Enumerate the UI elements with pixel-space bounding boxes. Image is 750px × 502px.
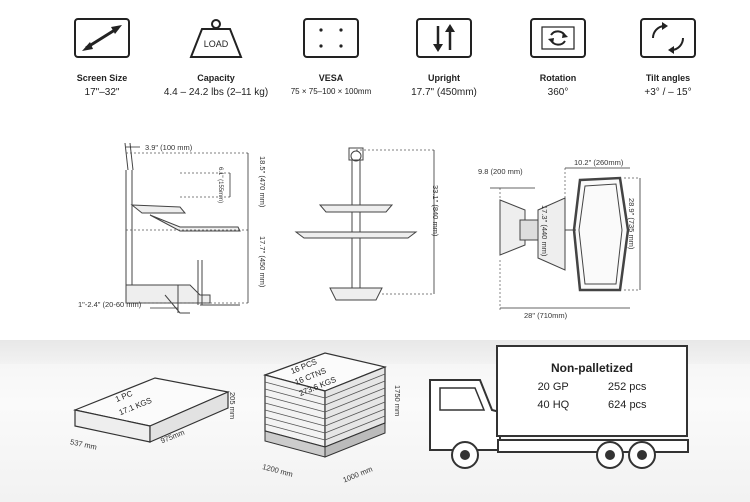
truck-drawing	[429, 379, 689, 469]
spec-name: Upright	[428, 73, 460, 83]
spec-value: 4.4 – 24.2 lbs (2–11 kg)	[163, 87, 269, 98]
shipping-qty: 624 pcs	[608, 399, 647, 411]
shipping-qty: 252 pcs	[607, 381, 647, 393]
spec-value: 17"–32"	[84, 87, 120, 98]
side-top-offset: 3.9" (100 mm)	[145, 143, 193, 152]
top-monitor-depth: 28.9" (735 mm)	[627, 198, 636, 250]
side-small-dim: 6.1" (155mm)	[217, 167, 223, 204]
side-upper-height: 18.5" (470 mm)	[258, 156, 267, 208]
front-view-drawing	[294, 147, 435, 301]
box-height: 205 mm	[228, 392, 237, 420]
tilt-icon	[640, 18, 696, 58]
spec-name: Rotation	[539, 73, 577, 83]
up-down-arrows-icon	[416, 18, 472, 58]
top-monitor-width: 10.2" (260mm)	[574, 158, 624, 167]
spec-rotation: Rotation 360°	[503, 18, 613, 98]
spec-value: 17.7" (450mm)	[411, 87, 477, 98]
shipping-container: 20 GP	[537, 381, 569, 393]
spec-name: Capacity	[197, 73, 235, 83]
top-arm-length: 17.3" (440 mm)	[540, 205, 549, 257]
spec-tilt: Tilt angles +3° / – 15°	[613, 18, 723, 98]
side-clamp-range: 1"-2.4" (20-60 mm)	[78, 300, 142, 309]
vesa-holes-icon	[303, 18, 359, 58]
top-view-drawing	[490, 167, 641, 310]
spec-value: 360°	[547, 87, 569, 98]
pallet-drawing	[263, 352, 387, 458]
side-lower-height: 17.7" (450 mm)	[258, 236, 267, 288]
load-icon-text: LOAD	[204, 39, 229, 49]
spec-capacity: LOAD Capacity 4.4 – 24.2 lbs (2–11 kg)	[161, 18, 271, 98]
spec-vesa: VESA 75 × 75–100 × 100mm	[276, 18, 386, 96]
load-weight-icon: LOAD	[189, 19, 243, 58]
single-box-drawing	[72, 377, 231, 443]
shipping-row: 20 GP 252 pcs	[498, 381, 686, 393]
top-arm-depth: 9.8 (200 mm)	[478, 167, 523, 176]
front-height: 33.1" (840 mm)	[431, 185, 440, 237]
spec-upright: Upright 17.7" (450mm)	[389, 18, 499, 98]
diagonal-arrow-icon	[74, 18, 130, 58]
spec-screen-size: Screen Size 17"–32"	[47, 18, 157, 98]
shipping-title: Non-palletized	[550, 361, 633, 375]
pallet-height: 1750 mm	[393, 385, 402, 417]
top-total-width: 28" (710mm)	[524, 311, 568, 320]
rotation-icon	[530, 18, 586, 58]
shipping-row: 40 HQ 624 pcs	[498, 399, 686, 411]
spec-name: Tilt angles	[645, 73, 691, 83]
side-view-drawing	[124, 142, 249, 314]
spec-name: VESA	[318, 73, 344, 83]
shipping-container: 40 HQ	[537, 399, 570, 411]
shipping-info-box: Non-palletized 20 GP 252 pcs 40 HQ 624 p…	[496, 345, 688, 437]
spec-name: Screen Size	[76, 73, 128, 83]
spec-value: 75 × 75–100 × 100mm	[290, 87, 372, 96]
spec-value: +3° / – 15°	[644, 87, 692, 98]
